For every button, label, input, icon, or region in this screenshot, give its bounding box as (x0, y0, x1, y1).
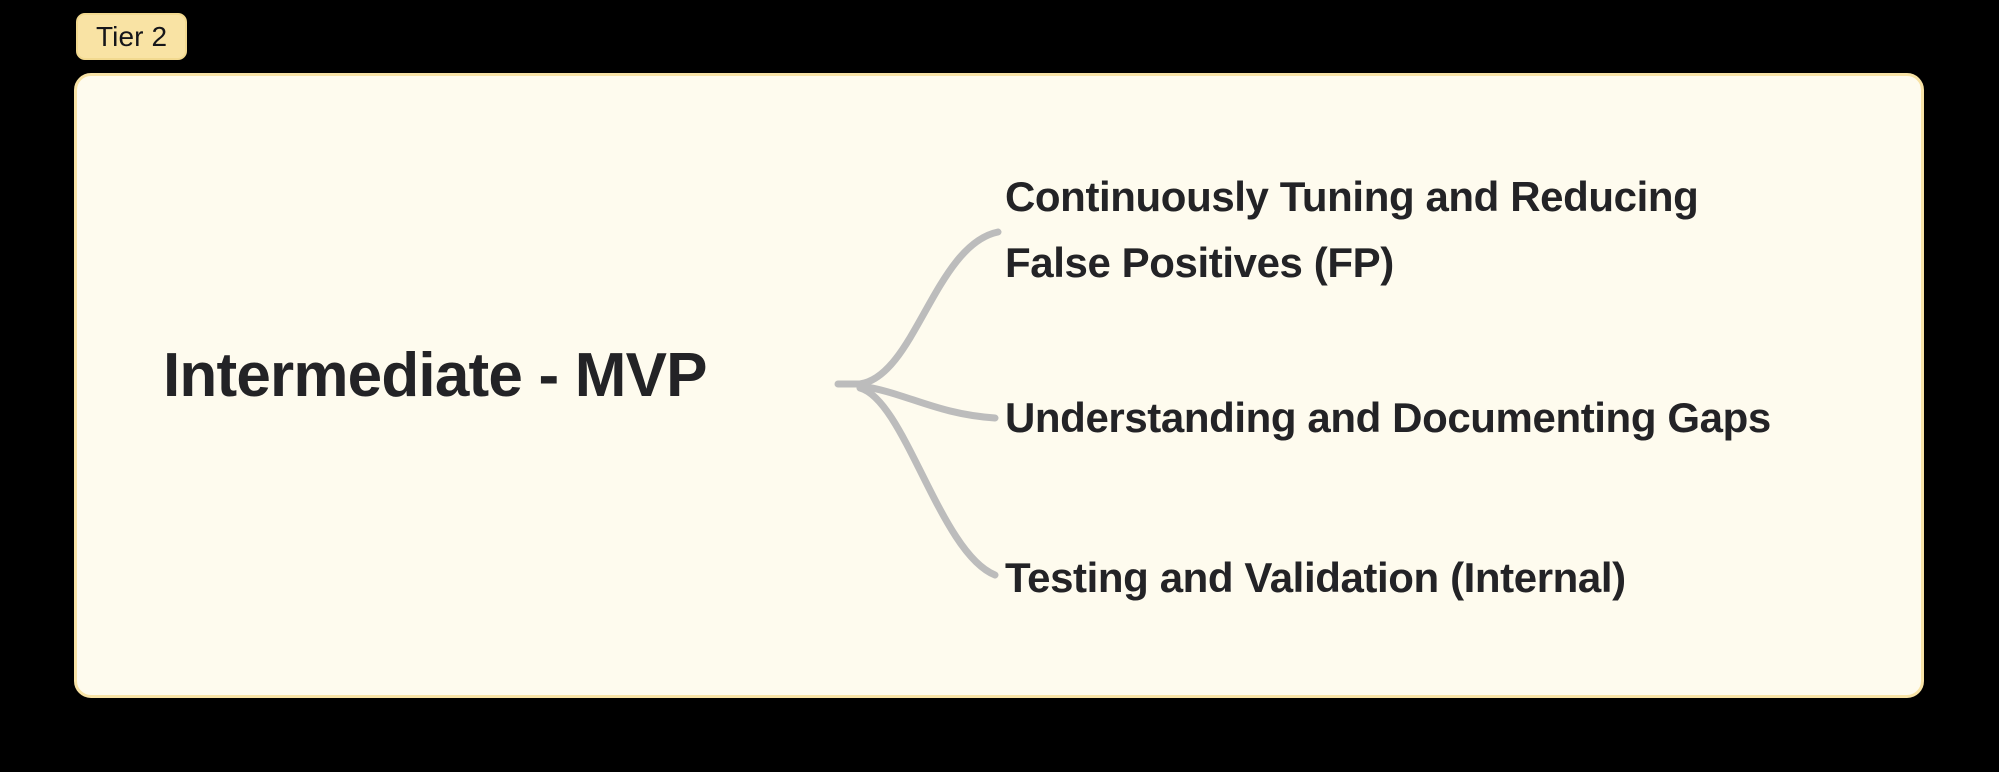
branch-label-1: Continuously Tuning and Reducing False P… (1005, 173, 1699, 286)
branch-label-3: Testing and Validation (Internal) (1005, 554, 1626, 601)
tier-badge-label: Tier 2 (96, 20, 168, 52)
branch-label-2: Understanding and Documenting Gaps (1005, 394, 1771, 441)
root-node-label: Intermediate - MVP (163, 341, 708, 410)
tier-badge: Tier 2 (76, 13, 188, 60)
